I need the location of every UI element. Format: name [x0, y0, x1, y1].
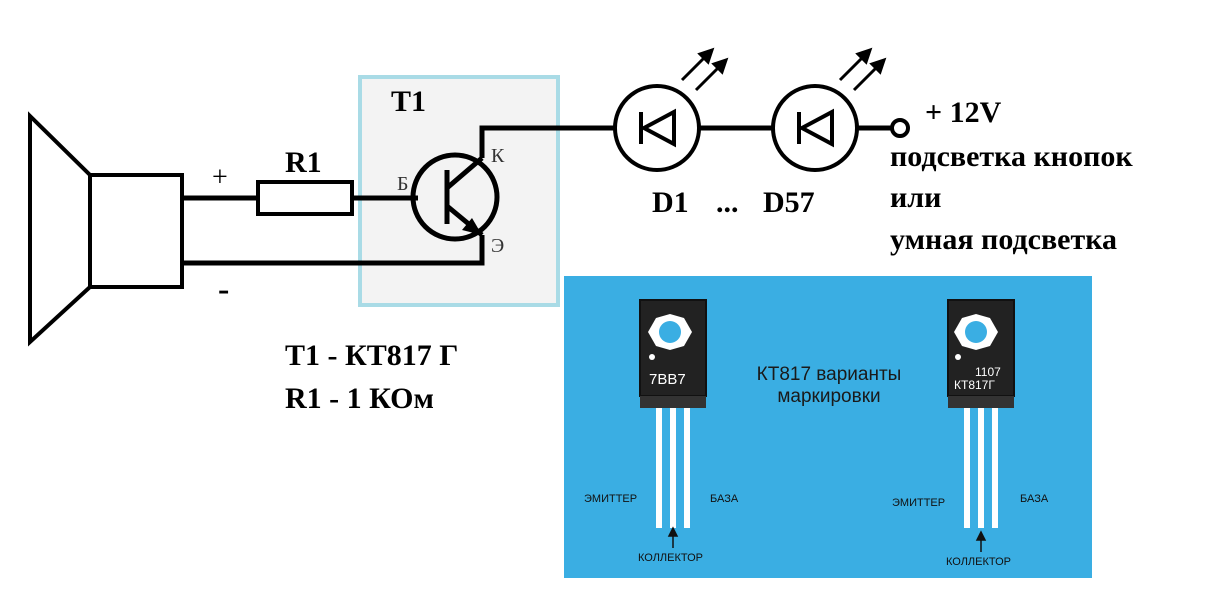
pinout-title-line-1: КТ817 варианты: [757, 364, 902, 385]
parts-list-line-2: R1 - 1 КОм: [285, 382, 434, 415]
emitter-pin-letter: Э: [491, 235, 504, 257]
supply-terminal-icon: [890, 118, 910, 138]
collector-arrow-icon: [975, 530, 987, 552]
transistor-package-right: [947, 299, 1015, 528]
led-last-label: D57: [763, 186, 815, 219]
right-package-marking-1: 1107: [975, 365, 1001, 379]
resistor-r1: [256, 180, 354, 216]
speaker-plus-sign: +: [212, 162, 228, 193]
led-first-label: D1: [652, 186, 689, 219]
base-pin-label-right: БАЗА: [1020, 493, 1049, 505]
transistor-package-left: [639, 299, 707, 528]
base-pin-letter: Б: [397, 173, 408, 195]
wires: [182, 125, 894, 266]
parts-list-line-1: T1 - КТ817 Г: [285, 339, 458, 372]
led-d1: [613, 47, 729, 172]
supply-voltage-label: + 12V: [925, 96, 1002, 129]
led-d57: [771, 47, 887, 172]
collector-pin-label-left: КОЛЛЕКТОР: [638, 552, 703, 564]
note-line-1: подсветка кнопок: [890, 140, 1133, 173]
collector-pin-label-right: КОЛЛЕКТОР: [946, 556, 1011, 568]
collector-arrow-icon: [667, 526, 679, 548]
light-emission-icon: [838, 47, 887, 92]
collector-pin-letter: К: [491, 145, 505, 167]
base-pin-label-left: БАЗА: [710, 493, 739, 505]
mounting-hole-icon: [648, 314, 692, 360]
resistor-label: R1: [285, 146, 322, 179]
emitter-pin-label-left: ЭМИТТЕР: [584, 493, 637, 505]
transistor-box: [358, 75, 560, 307]
right-package-marking-2: КТ817Г: [954, 378, 995, 392]
note-line-3: умная подсветка: [890, 223, 1117, 256]
note-line-2: или: [890, 181, 941, 214]
left-package-marking: 7BB7: [649, 371, 686, 388]
pinout-title-line-2: маркировки: [777, 386, 880, 407]
transistor-label: T1: [391, 85, 426, 118]
light-emission-icon: [680, 47, 729, 92]
mounting-hole-icon: [954, 314, 998, 360]
emitter-pin-label-right: ЭМИТТЕР: [892, 497, 945, 509]
speaker-minus-sign: -: [218, 271, 229, 308]
speaker-icon: [28, 111, 184, 347]
led-range-dots: ...: [716, 186, 739, 219]
emitter-arrow: [462, 218, 482, 235]
